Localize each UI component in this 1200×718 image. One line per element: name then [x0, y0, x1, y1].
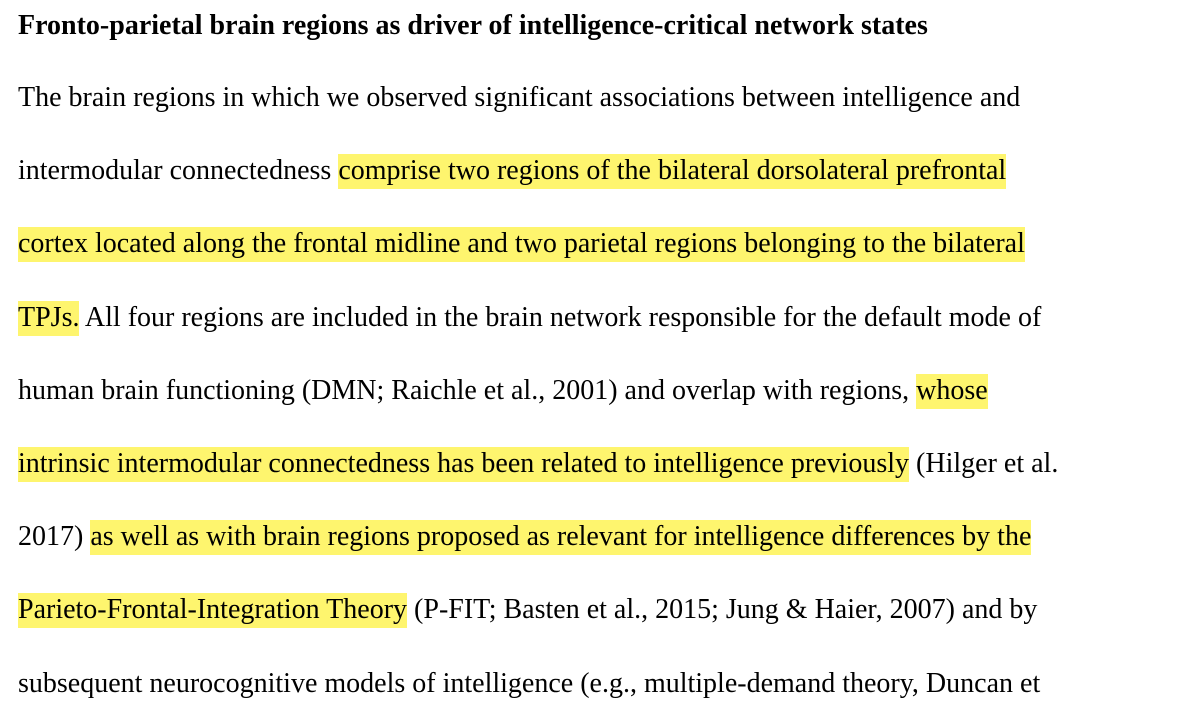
paragraph-line: intrinsic intermodular connectedness has…: [18, 446, 1058, 482]
text-segment: The brain regions in which we observed s…: [18, 82, 1021, 113]
paragraph-line: human brain functioning (DMN; Raichle et…: [18, 373, 988, 409]
text-segment: (Hilger et al.: [909, 448, 1059, 479]
text-segment: intermodular connectedness: [18, 155, 339, 187]
text-segment: 2017): [18, 521, 91, 553]
highlighted-text: TPJs.: [18, 300, 80, 336]
text-segment: (P-FIT; Basten et al., 2015; Jung & Haie…: [407, 594, 1038, 626]
text-segment: subsequent neurocognitive models of inte…: [18, 667, 1041, 699]
section-heading: Fronto-parietal brain regions as driver …: [18, 10, 928, 41]
text-segment: All four regions are included in the bra…: [79, 301, 1042, 333]
paragraph-line: cortex located along the frontal midline…: [18, 226, 1025, 263]
paragraph-line: intermodular connectedness comprise two …: [18, 153, 1007, 190]
paragraph-line: TPJs. All four regions are included in t…: [18, 300, 1041, 336]
paragraph-line: subsequent neurocognitive models of inte…: [18, 666, 1040, 702]
highlighted-text: comprise two regions of the bilateral do…: [338, 154, 1007, 190]
text-segment: human brain functioning (DMN; Raichle et…: [18, 374, 917, 406]
highlighted-text: cortex located along the frontal midline…: [18, 227, 1025, 263]
highlighted-text: intrinsic intermodular connectedness has…: [18, 447, 910, 482]
highlighted-text: as well as with brain regions proposed a…: [90, 520, 1032, 556]
highlighted-text: Parieto-Frontal-Integration Theory: [18, 593, 408, 629]
paragraph-line: Parieto-Frontal-Integration Theory (P-FI…: [18, 592, 1038, 629]
paragraph-line: The brain regions in which we observed s…: [18, 80, 1020, 116]
paragraph-line: 2017) as well as with brain regions prop…: [18, 519, 1032, 556]
highlighted-text: whose: [916, 373, 988, 409]
